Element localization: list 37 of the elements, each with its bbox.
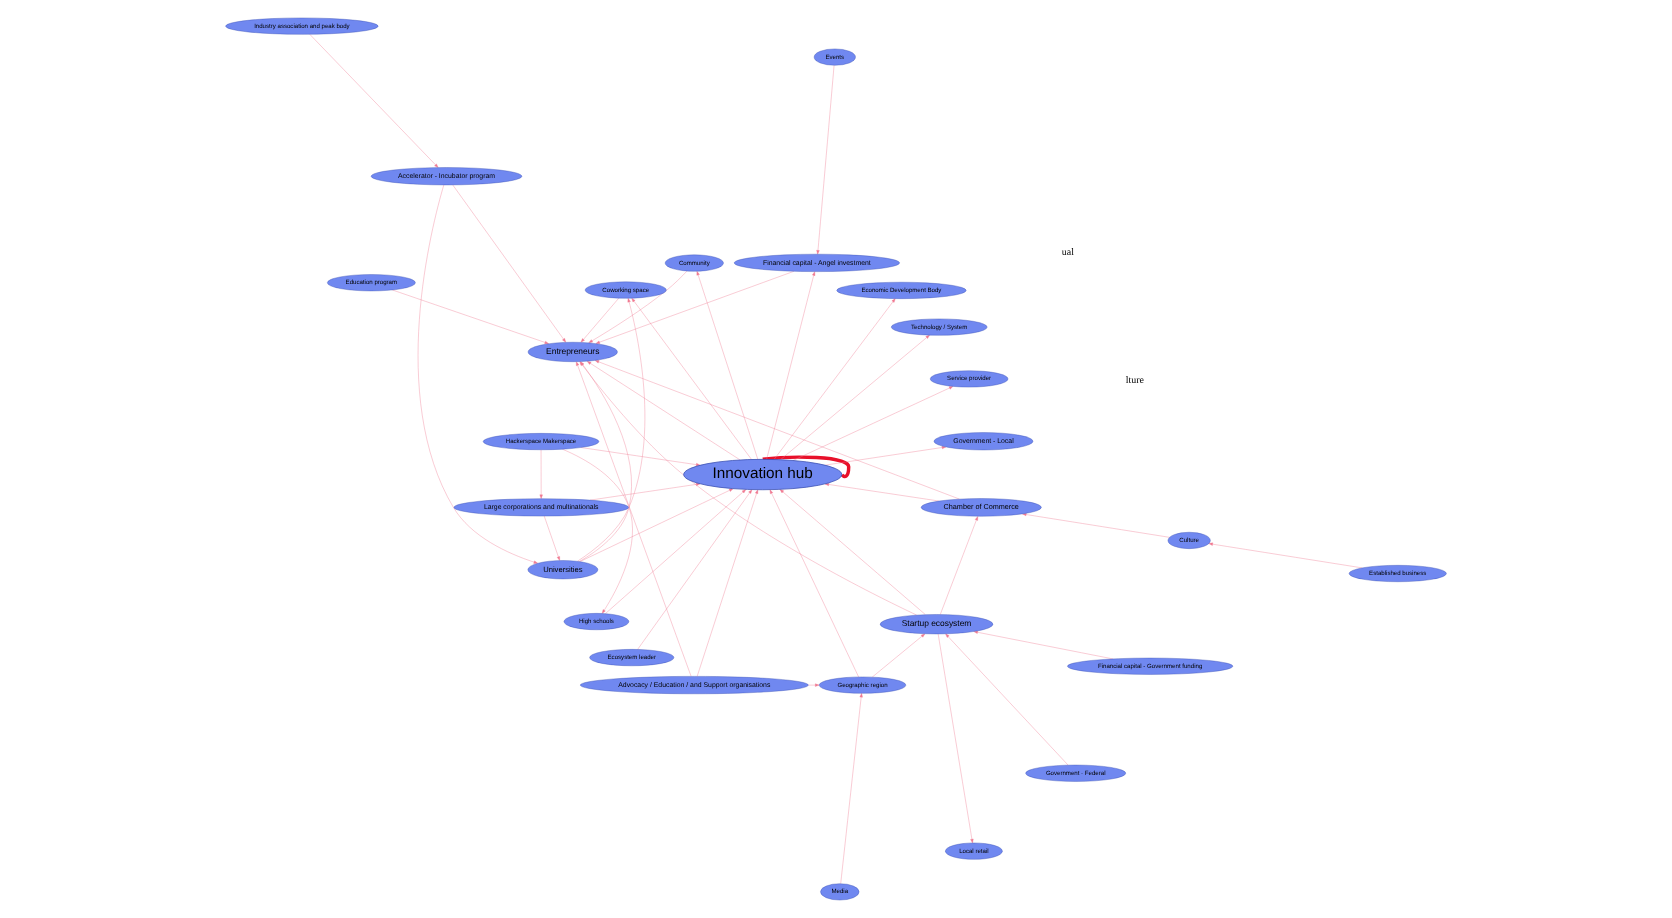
arrow [539,449,543,499]
connector [762,455,851,479]
arrow [392,289,549,344]
arrow [792,386,954,461]
arrow [586,361,741,461]
arrow [840,693,863,884]
arrow [1022,513,1170,538]
arrow [452,184,566,343]
arrow [779,489,926,615]
arrow [631,297,752,460]
arrow [637,489,753,650]
arrow [872,633,926,678]
arrow [579,488,734,562]
arrow [562,449,633,614]
arrow [580,297,619,343]
arrow [588,270,688,343]
arrow [580,447,701,467]
arrow [773,298,896,460]
arrow [940,516,978,615]
arrow [937,633,974,844]
arrow [544,515,560,561]
arrow [594,360,960,500]
arrow [1208,542,1363,569]
arrow [605,489,747,614]
arrow [769,489,859,678]
arrow [309,34,439,168]
arrow [696,271,758,460]
arrow [808,683,820,687]
arrow [696,489,759,677]
arrow [816,65,835,255]
arrow [824,482,940,502]
arrow [766,271,816,460]
arrow [945,633,1069,766]
arrow [780,334,930,460]
arrow [824,445,947,466]
arrow [417,184,538,564]
arrow [595,271,795,344]
